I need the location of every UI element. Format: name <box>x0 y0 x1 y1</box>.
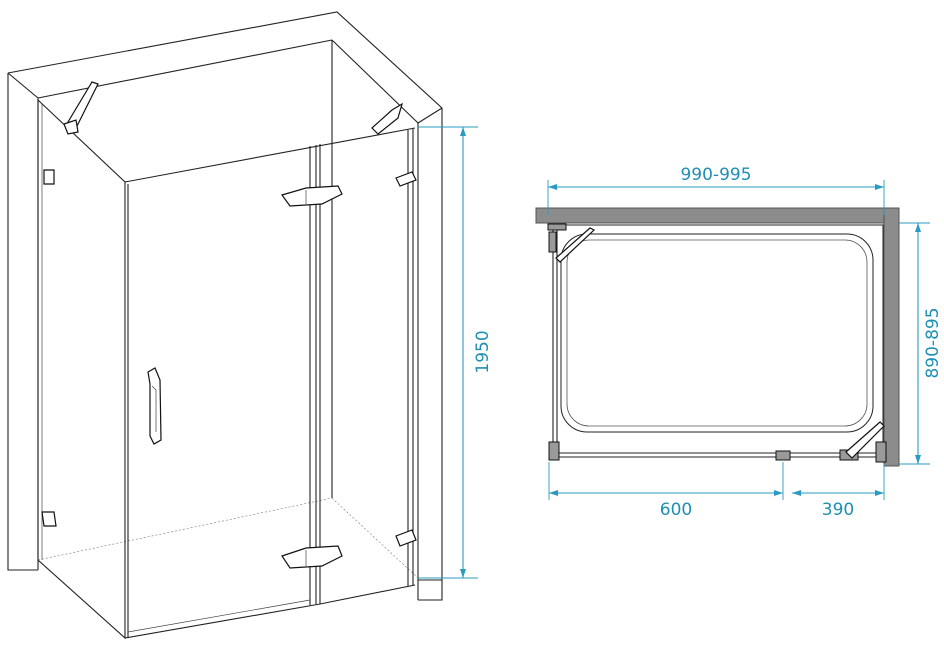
depth-label: 890-895 <box>923 307 943 378</box>
back-wall <box>535 207 900 224</box>
plan-hardware-icon <box>547 223 887 463</box>
shower-tray <box>552 224 884 458</box>
elevation-view <box>7 11 443 640</box>
door-width-label: 390 <box>822 500 854 520</box>
side-wall <box>883 207 900 467</box>
width-dimension: 990-995 <box>547 165 885 215</box>
wall-bracket-icon <box>41 169 417 547</box>
tray-basin-inner <box>566 239 868 427</box>
panel-dimensions: 600 390 <box>548 462 885 520</box>
plan-view <box>535 207 900 467</box>
depth-dimension: 890-895 <box>899 222 943 465</box>
height-label: 1950 <box>473 330 493 373</box>
hinge-lower-icon <box>281 545 343 569</box>
door-handle-icon <box>147 367 162 445</box>
support-bar-icon <box>63 81 403 135</box>
height-dimension: 1950 <box>418 126 493 579</box>
hinge-upper-icon <box>281 185 343 207</box>
tray-basin-outer <box>560 233 874 433</box>
width-label: 990-995 <box>680 165 751 185</box>
front-glass-panel <box>124 127 416 639</box>
fixed-panel-label: 600 <box>660 500 692 520</box>
